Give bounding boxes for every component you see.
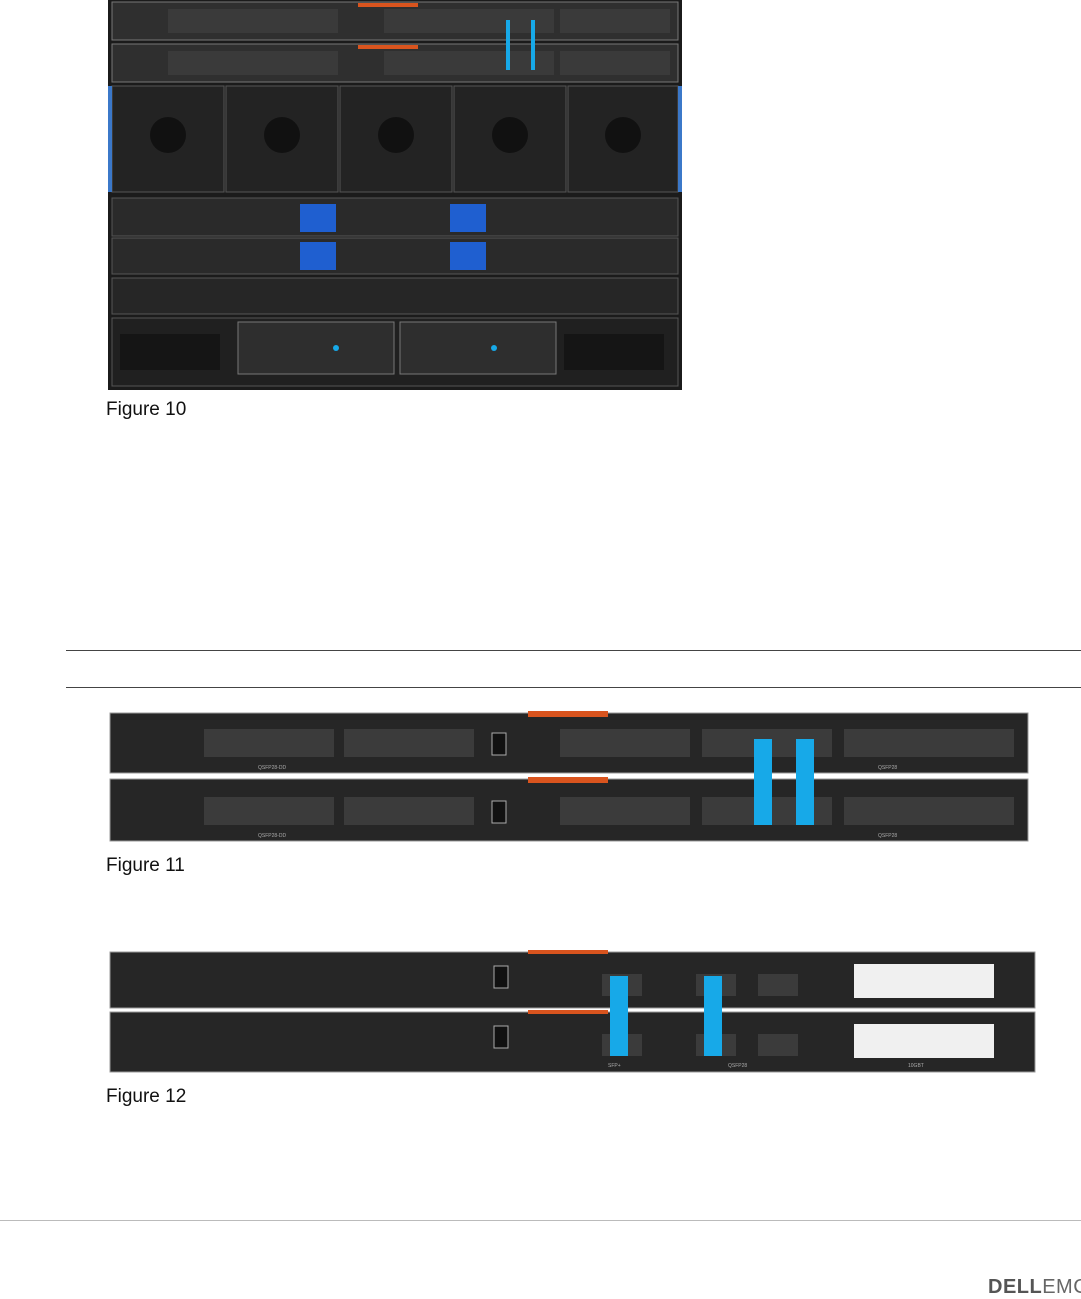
- switch-bottom: [109, 777, 1029, 842]
- switch-sled-top: [111, 1, 679, 41]
- switch-bottom: [109, 1010, 1036, 1073]
- figure-10: [108, 0, 682, 390]
- dell-emc-logo: DELLEMC: [988, 1276, 1081, 1299]
- switch-top: [109, 711, 1029, 774]
- figure-11-caption: Figure 11: [106, 855, 185, 876]
- mx7000-chassis-rear-image: [108, 0, 682, 390]
- footer-divider: [0, 1220, 1081, 1221]
- management-and-psu: [111, 317, 679, 387]
- port-label: SFP+: [608, 1063, 621, 1069]
- logo-dell: DELL: [988, 1276, 1043, 1298]
- link-cable: [531, 20, 535, 70]
- fan-modules: [108, 85, 682, 193]
- logo-emc: EMC: [1042, 1276, 1081, 1298]
- figure-12-caption: Figure 12: [106, 1086, 187, 1107]
- link-cable: [610, 976, 628, 1056]
- switch-top: [109, 950, 1036, 1009]
- port-label: QSFP28: [728, 1063, 747, 1069]
- io-blanks: [111, 197, 679, 315]
- figure-12: SFP+ QSFP28 10GBT: [108, 948, 1037, 1075]
- link-cable: [704, 976, 722, 1056]
- switch-sled-bottom: [111, 43, 679, 83]
- figure-11: QSFP28-DD QSFP28-DD QSFP28 QSFP28: [108, 709, 1030, 844]
- divider-top: [66, 650, 1081, 651]
- switch-pair-rj45-image: SFP+ QSFP28 10GBT: [108, 948, 1037, 1075]
- port-label: QSFP28-DD: [258, 833, 286, 839]
- port-label: 10GBT: [908, 1063, 924, 1069]
- figure-10-caption: Figure 10: [106, 399, 187, 420]
- link-cable: [506, 20, 510, 70]
- port-label: QSFP28: [878, 765, 897, 771]
- switch-pair-qsfp-image: QSFP28-DD QSFP28-DD QSFP28 QSFP28: [108, 709, 1030, 844]
- port-label: QSFP28: [878, 833, 897, 839]
- link-cable: [796, 739, 814, 825]
- divider-bottom: [66, 687, 1081, 688]
- link-cable: [754, 739, 772, 825]
- port-label: QSFP28-DD: [258, 765, 286, 771]
